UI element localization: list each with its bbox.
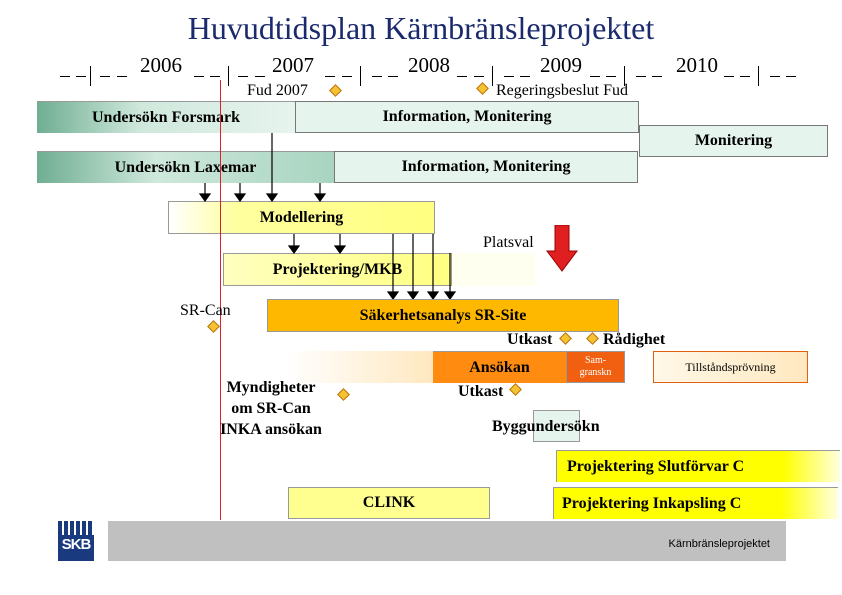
bar-samgranskn: Sam-granskn [566,351,625,383]
byggundersokn-label: Byggundersökn [492,418,600,435]
milestone-sr-can: SR-Can [180,302,231,319]
year-label: 2007 [272,53,314,77]
year-label: 2010 [676,53,718,77]
milestone-regeringsbeslut: Regeringsbeslut Fud [496,82,628,99]
bar-clink: CLINK [288,487,490,519]
footer-bar [108,521,786,561]
bar-projektering-mkb: Projektering/MKB [223,253,452,286]
bar-projektering-slutforvar: Projektering Slutförvar C [556,450,840,482]
ansokan-fade [287,351,433,383]
projektering-mkb-fade [452,253,535,286]
year-label: 2006 [140,53,182,77]
bar-monitering: Monitering [639,125,828,157]
milestone-radighet: Rådighet [603,331,666,348]
milestone-platsval: Platsval [483,234,534,251]
milestone-myndigheter: Myndigheter om SR-Can INKA ansökan [220,379,322,438]
bar-undersokn-forsmark: Undersökn Forsmark [37,101,295,133]
bar-ansokan: Ansökan [433,351,566,383]
bar-projektering-inkapsling: Projektering Inkapsling C [553,487,838,519]
milestone-utkast-1: Utkast [507,331,553,348]
skb-logo: SKB [58,521,94,561]
year-label: 2009 [540,53,582,77]
bar-sakerhetsanalys: Säkerhetsanalys SR-Site [267,299,619,332]
down-arrow-icon [546,225,578,272]
milestone-utkast-2: Utkast [458,383,504,400]
year-label: 2008 [408,53,450,77]
milestone-fud2007: Fud 2007 [247,82,308,99]
bar-byggundersokn [533,410,580,442]
current-date-line [220,80,221,520]
footer-text: Kärnbränsleprojektet [668,538,770,550]
bar-information-monitering-2: Information, Monitering [334,151,638,183]
page-title: Huvudtidsplan Kärnbränsleprojektet [187,10,655,46]
bar-information-monitering-1: Information, Monitering [295,101,639,133]
bar-modellering: Modellering [168,201,435,234]
bar-tillstandsprovning: Tillståndsprövning [653,351,808,383]
